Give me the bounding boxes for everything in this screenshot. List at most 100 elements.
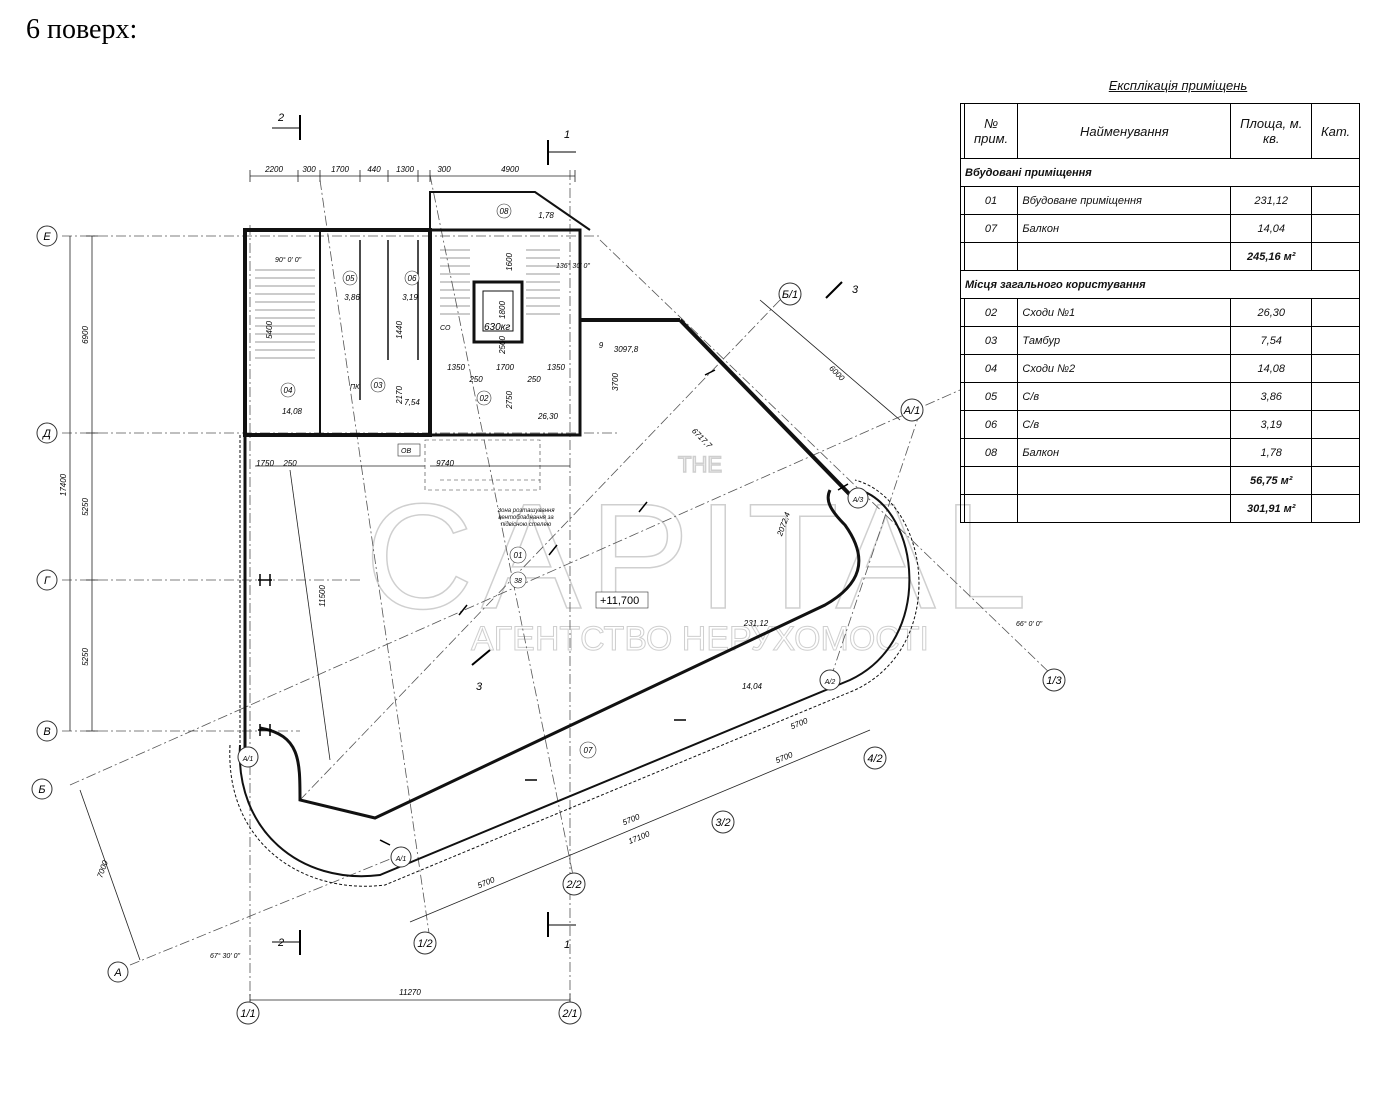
grand-total-row: 301,91 м² [960,494,1360,523]
dim-text: 1350 [447,363,465,372]
section-mark-labels: 1 1 2 2 3 3 [277,112,859,951]
room-area: 3,86 [344,293,360,302]
cell-no: 05 [963,382,1019,411]
axis-bubble [1042,668,1066,692]
cell-area: 3,86 [1230,382,1313,411]
table-row: 05 С/в 3,86 [960,382,1360,411]
room-area: 1,78 [538,211,554,220]
room-area: 7,54 [404,398,420,407]
dim-text: 11500 [318,585,327,607]
ov-label: ОВ [401,448,411,455]
room-number: 05 [346,274,355,283]
dim-text: 3700 [611,373,620,391]
axis-label: А/1 [242,756,254,763]
axis-label: 2/1 [561,1008,577,1020]
subtotal-row: 56,75 м² [960,466,1360,495]
grand-total-area: 301,91 м² [1230,494,1313,523]
cell-name: Вбудоване приміщення [1017,186,1232,215]
misc-labels: +11,700 630кг ПК ОВ СО 38 Зона розташува… [350,322,649,609]
dim-text: 5700 [621,812,641,827]
watermark: THE CAPITAL АГЕНТСТВО НЕРУХОМОСТІ [364,451,1028,658]
dim-text: 9740 [436,459,454,468]
room-number: 07 [584,746,593,755]
axis-label: А/1 [903,405,921,417]
table-header-row: № прим. Найменування Площа, м. кв. Кат. [960,103,1360,159]
axis-bubble [237,746,259,768]
subtotal-area: 245,16 м² [1230,242,1313,271]
axis-label: Г [44,575,51,587]
cell-no: 04 [963,354,1019,383]
axis-label: А/3 [852,497,864,504]
cell-name: Балкон [1017,438,1232,467]
cell-no: 01 [963,186,1019,215]
angle-text: 66° 0' 0" [1016,620,1043,628]
axis-bubble [778,282,802,306]
section-mark-label: 1 [564,939,570,951]
dim-text: 6900 [81,326,90,344]
cell-area: 14,08 [1230,354,1313,383]
dim-text: 1750 [256,459,274,468]
dim-text: 1300 [396,165,414,174]
cell-area: 3,19 [1230,410,1313,439]
axis-label: Б/1 [782,289,798,301]
cell-name: Тамбур [1017,326,1232,355]
angle-text: 67° 30' 0" [210,952,240,960]
header-name: Найменування [1017,103,1232,159]
cell-name: С/в [1017,382,1232,411]
cell-area: 14,04 [1230,214,1313,243]
lift-label: 630кг [484,322,510,333]
room-number: 04 [284,386,293,395]
angle-text: 136° 30' 0" [556,262,590,270]
room-number: 06 [408,274,417,283]
cell-name: С/в [1017,410,1232,439]
axis-bubble [36,225,58,247]
room-area: 3,19 [402,293,418,302]
cell-no: 02 [963,298,1019,327]
dim-text: 11270 [399,988,421,997]
axis-bubble [900,398,924,422]
section-row: Місця загального користування [960,270,1360,299]
axis-label: 1/3 [1046,675,1062,687]
cell-no: 07 [963,214,1019,243]
table-row: 04 Сходи №2 14,08 [960,354,1360,383]
axis-label: 4/2 [867,753,882,765]
cell-no: 03 [963,326,1019,355]
window-marks [258,369,849,846]
cell-area: 26,30 [1230,298,1313,327]
explication-title: Експлікація приміщень [1108,78,1248,93]
table-row: 02 Сходи №1 26,30 [960,298,1360,327]
dim-text: 5250 [81,648,90,666]
watermark-small: THE [678,452,722,477]
angle-text: 90° 0' 0" [275,256,302,264]
page-heading: 6 поверх: [26,14,138,45]
dim-text: 2170 [395,386,404,405]
axis-bubble [558,1001,582,1025]
axis-bubble [562,872,586,896]
cell-name: Балкон [1017,214,1232,243]
axis-bubble [711,810,735,834]
co-label: СО [440,325,451,332]
dim-text: 5400 [265,321,274,339]
axis-bubble [819,669,841,691]
dim-text: 1440 [395,321,404,339]
axis-label: Б [38,784,45,796]
explication-table: № прим. Найменування Площа, м. кв. Кат. … [960,103,1360,523]
axis-bubble [36,569,58,591]
dimension-lines [69,170,901,1006]
dim-text: 5700 [789,716,809,731]
cell-no: 06 [963,410,1019,439]
axis-labels: Е Д Г В Б А 1/1 2/1 1/2 2/2 3/2 4/2 Б/1 … [38,231,1062,1020]
dim-text: 4900 [501,165,519,174]
section-markers [272,115,843,955]
subtotal-area: 56,75 м² [1230,466,1313,495]
room-labels: 04 14,08 05 3,86 06 3,19 03 7,54 02 26,3… [280,203,769,759]
dim-text: 300 [437,165,451,174]
table-row: 03 Тамбур 7,54 [960,326,1360,355]
table-row: 08 Балкон 1,78 [960,438,1360,467]
pk-label: ПК [350,384,360,391]
dim-text: 1600 [505,253,514,271]
dim-text: 6717,7 [690,426,714,450]
axis-label: 1/1 [240,1008,255,1020]
n38-label: 38 [514,578,522,585]
